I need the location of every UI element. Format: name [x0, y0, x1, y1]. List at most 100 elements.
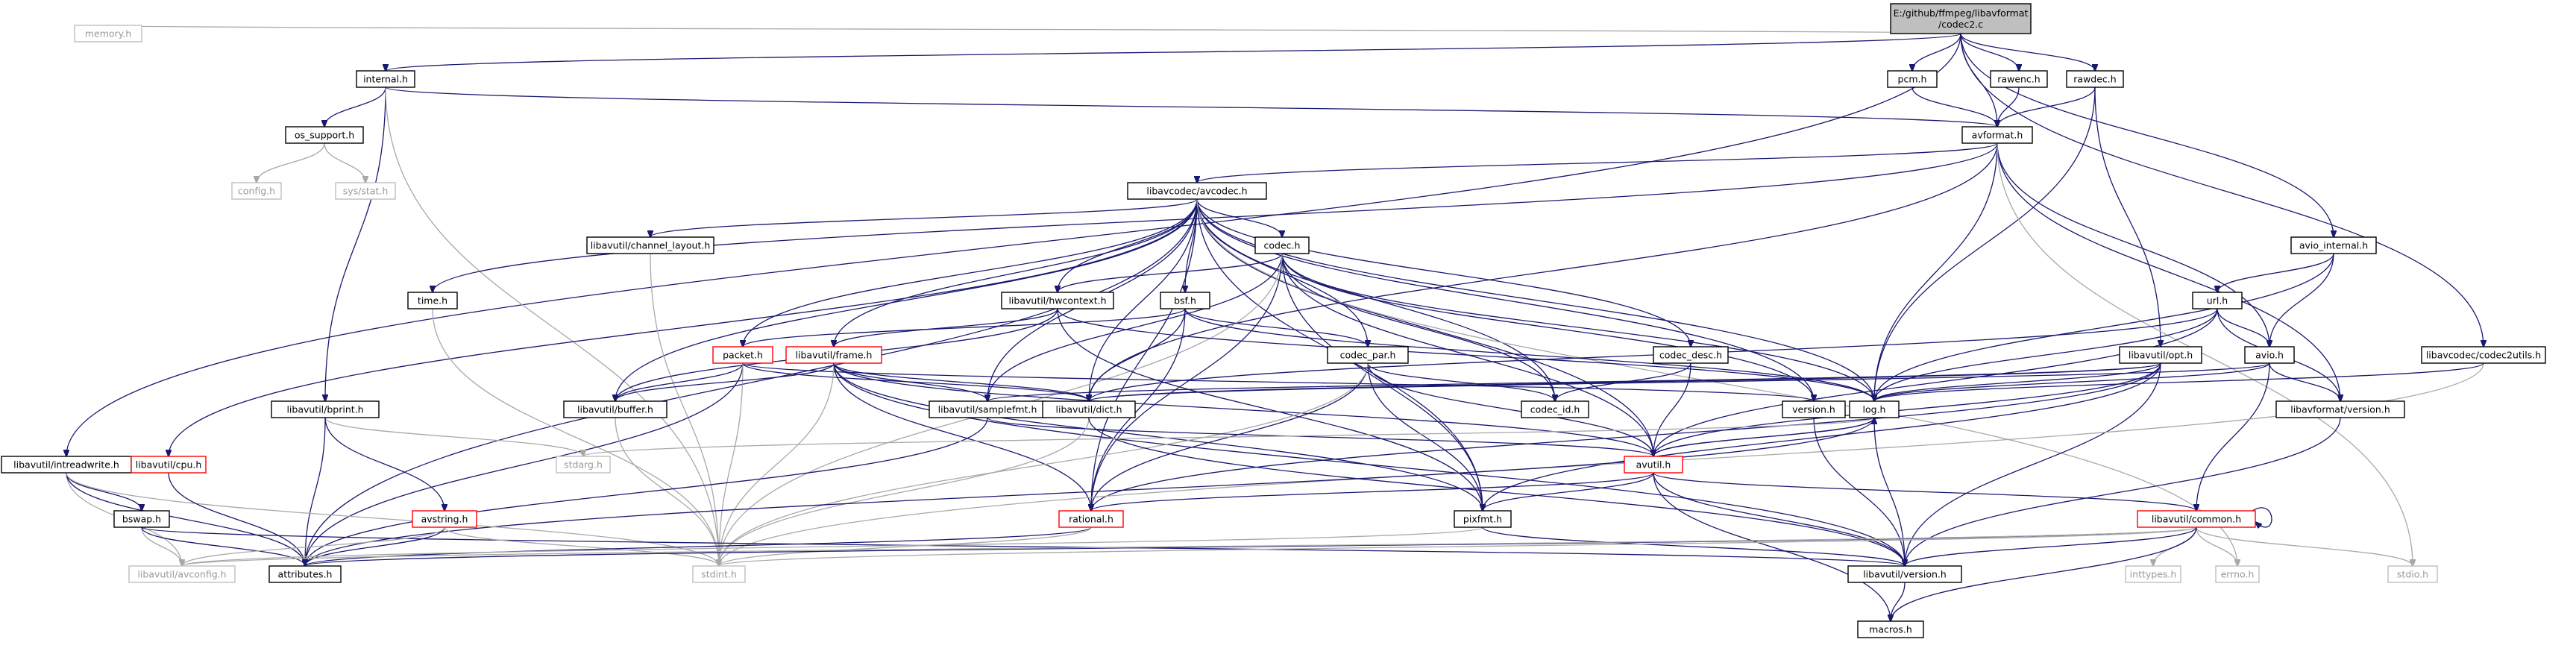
node-label: url.h: [2207, 295, 2228, 306]
node-box: [1782, 400, 1846, 418]
node-version[interactable]: version.h: [1782, 400, 1846, 418]
node-intreadwrite[interactable]: libavutil/intreadwrite.h: [1, 456, 132, 474]
node-box: [2387, 565, 2438, 583]
node-label: avutil.h: [1636, 459, 1671, 471]
node-label: codec.h: [1264, 240, 1301, 251]
edge-opt-to-lavu_version: [1905, 362, 2161, 566]
edge-intreadwrite-to-attributes: [66, 472, 305, 566]
node-log[interactable]: log.h: [1849, 400, 1900, 418]
edge-os_support-to-config: [257, 142, 325, 183]
edge-avcodec-to-frame: [834, 198, 1198, 347]
node-inttypes: inttypes.h: [2125, 565, 2181, 583]
node-label: rawdec.h: [2073, 74, 2116, 85]
edge-avstring-to-attributes: [305, 526, 445, 566]
edge-packet-to-stdint: [719, 362, 744, 566]
node-codec_id[interactable]: codec_id.h: [1521, 400, 1589, 418]
node-rawdec[interactable]: rawdec.h: [2066, 70, 2124, 88]
node-label: bswap.h: [122, 514, 161, 525]
node-pixfmt[interactable]: pixfmt.h: [1454, 510, 1512, 528]
node-os_support[interactable]: os_support.h: [285, 126, 364, 144]
node-avio[interactable]: avio.h: [2244, 346, 2295, 364]
edge-channel_layout-to-stdint: [650, 253, 719, 566]
edge-codec-to-codec_id: [1281, 253, 1555, 401]
node-avcodec[interactable]: libavcodec/avcodec.h: [1127, 182, 1267, 200]
node-label: libavutil/samplefmt.h: [938, 404, 1037, 415]
node-common[interactable]: libavutil/common.h: [2137, 510, 2256, 528]
node-bsf[interactable]: bsf.h: [1160, 292, 1210, 309]
node-codec_par[interactable]: codec_par.h: [1327, 346, 1409, 364]
node-label: log.h: [1863, 404, 1886, 415]
node-label: config.h: [238, 186, 275, 197]
node-box: [407, 292, 458, 309]
node-label: stdio.h: [2397, 569, 2428, 580]
node-codec2utils[interactable]: libavcodec/codec2utils.h: [2421, 346, 2546, 364]
node-pcm[interactable]: pcm.h: [1887, 70, 1938, 88]
edge-packet-to-attributes: [305, 362, 744, 566]
node-attributes[interactable]: attributes.h: [268, 565, 342, 583]
node-box: [2125, 565, 2181, 583]
node-hwcontext[interactable]: libavutil/hwcontext.h: [1001, 292, 1114, 309]
edge-avutil-to-rational: [1091, 472, 1654, 511]
node-codec[interactable]: codec.h: [1254, 236, 1310, 254]
node-label: libavcodec/codec2utils.h: [2426, 350, 2541, 361]
node-bswap[interactable]: bswap.h: [113, 510, 170, 528]
node-bprint[interactable]: libavutil/bprint.h: [271, 400, 380, 418]
node-box: [712, 346, 773, 364]
node-rational[interactable]: rational.h: [1058, 510, 1124, 528]
edge-bswap-to-lavu_version: [141, 526, 1905, 566]
node-box: [1127, 182, 1267, 200]
node-box: [1058, 510, 1124, 528]
node-avformat[interactable]: avformat.h: [1961, 126, 2033, 144]
edge-root-to-memory: [108, 25, 1961, 34]
node-url[interactable]: url.h: [2192, 292, 2243, 309]
edge-cpu-to-attributes: [168, 472, 305, 566]
edge-root-to-intreadwrite: [66, 33, 1961, 456]
node-box: [356, 70, 415, 88]
node-frame[interactable]: libavutil/frame.h: [785, 346, 882, 364]
node-sysstat: sys/stat.h: [335, 182, 396, 200]
node-box: [586, 236, 714, 254]
edge-common-to-avconfig: [182, 526, 2197, 566]
node-cpu[interactable]: libavutil/cpu.h: [131, 456, 207, 474]
node-lavu_version[interactable]: libavutil/version.h: [1847, 565, 1962, 583]
node-macros[interactable]: macros.h: [1857, 620, 1924, 638]
edge-avio-to-lavf_version: [2269, 362, 2340, 401]
node-internal[interactable]: internal.h: [356, 70, 415, 88]
node-box: [1990, 70, 2048, 88]
edge-avcodec-to-avutil: [1196, 198, 1653, 456]
node-codec_desc[interactable]: codec_desc.h: [1653, 346, 1729, 364]
node-label: bsf.h: [1174, 295, 1196, 306]
node-packet[interactable]: packet.h: [712, 346, 773, 364]
edge-avcodec-to-dict: [1089, 198, 1198, 401]
edge-codec2utils-to-log: [1874, 362, 2484, 401]
edge-bsf-to-packet: [743, 308, 1186, 347]
node-buffer[interactable]: libavutil/buffer.h: [563, 400, 667, 418]
node-avstring[interactable]: avstring.h: [412, 510, 477, 528]
node-root[interactable]: E:/github/ffmpeg/libavformat/codec2.c: [1890, 3, 2032, 34]
node-box: [2290, 236, 2377, 254]
node-label: libavutil/avconfig.h: [137, 569, 226, 580]
edge-bsf-to-codec_par: [1184, 308, 1368, 347]
edge-root-to-pcm: [1912, 33, 1961, 71]
edge-bsf-to-rational: [1091, 308, 1186, 511]
node-avutil[interactable]: avutil.h: [1624, 456, 1683, 474]
node-opt[interactable]: libavutil/opt.h: [2119, 346, 2202, 364]
node-dict[interactable]: libavutil/dict.h: [1042, 400, 1136, 418]
edge-avformat-to-avio: [1997, 142, 2269, 347]
edge-frame-to-buffer: [615, 362, 835, 401]
edge-avcodec-to-rational: [1091, 198, 1198, 511]
node-label: avio_internal.h: [2299, 240, 2368, 251]
node-label: /codec2.c: [1938, 19, 1983, 30]
node-samplefmt[interactable]: libavutil/samplefmt.h: [929, 400, 1046, 418]
node-label: libavutil/cpu.h: [136, 459, 202, 471]
node-avio_internal[interactable]: avio_internal.h: [2290, 236, 2377, 254]
node-lavf_version[interactable]: libavformat/version.h: [2275, 400, 2405, 418]
edge-avcodec-to-channel_layout: [650, 198, 1198, 237]
edge-avio_internal-to-avio: [2269, 253, 2334, 347]
node-label: libavutil/buffer.h: [577, 404, 653, 415]
edge-bprint-to-attributes: [305, 417, 326, 566]
node-label: inttypes.h: [2130, 569, 2177, 580]
node-channel_layout[interactable]: libavutil/channel_layout.h: [586, 236, 714, 254]
node-rawenc[interactable]: rawenc.h: [1990, 70, 2048, 88]
node-time[interactable]: time.h: [407, 292, 458, 309]
